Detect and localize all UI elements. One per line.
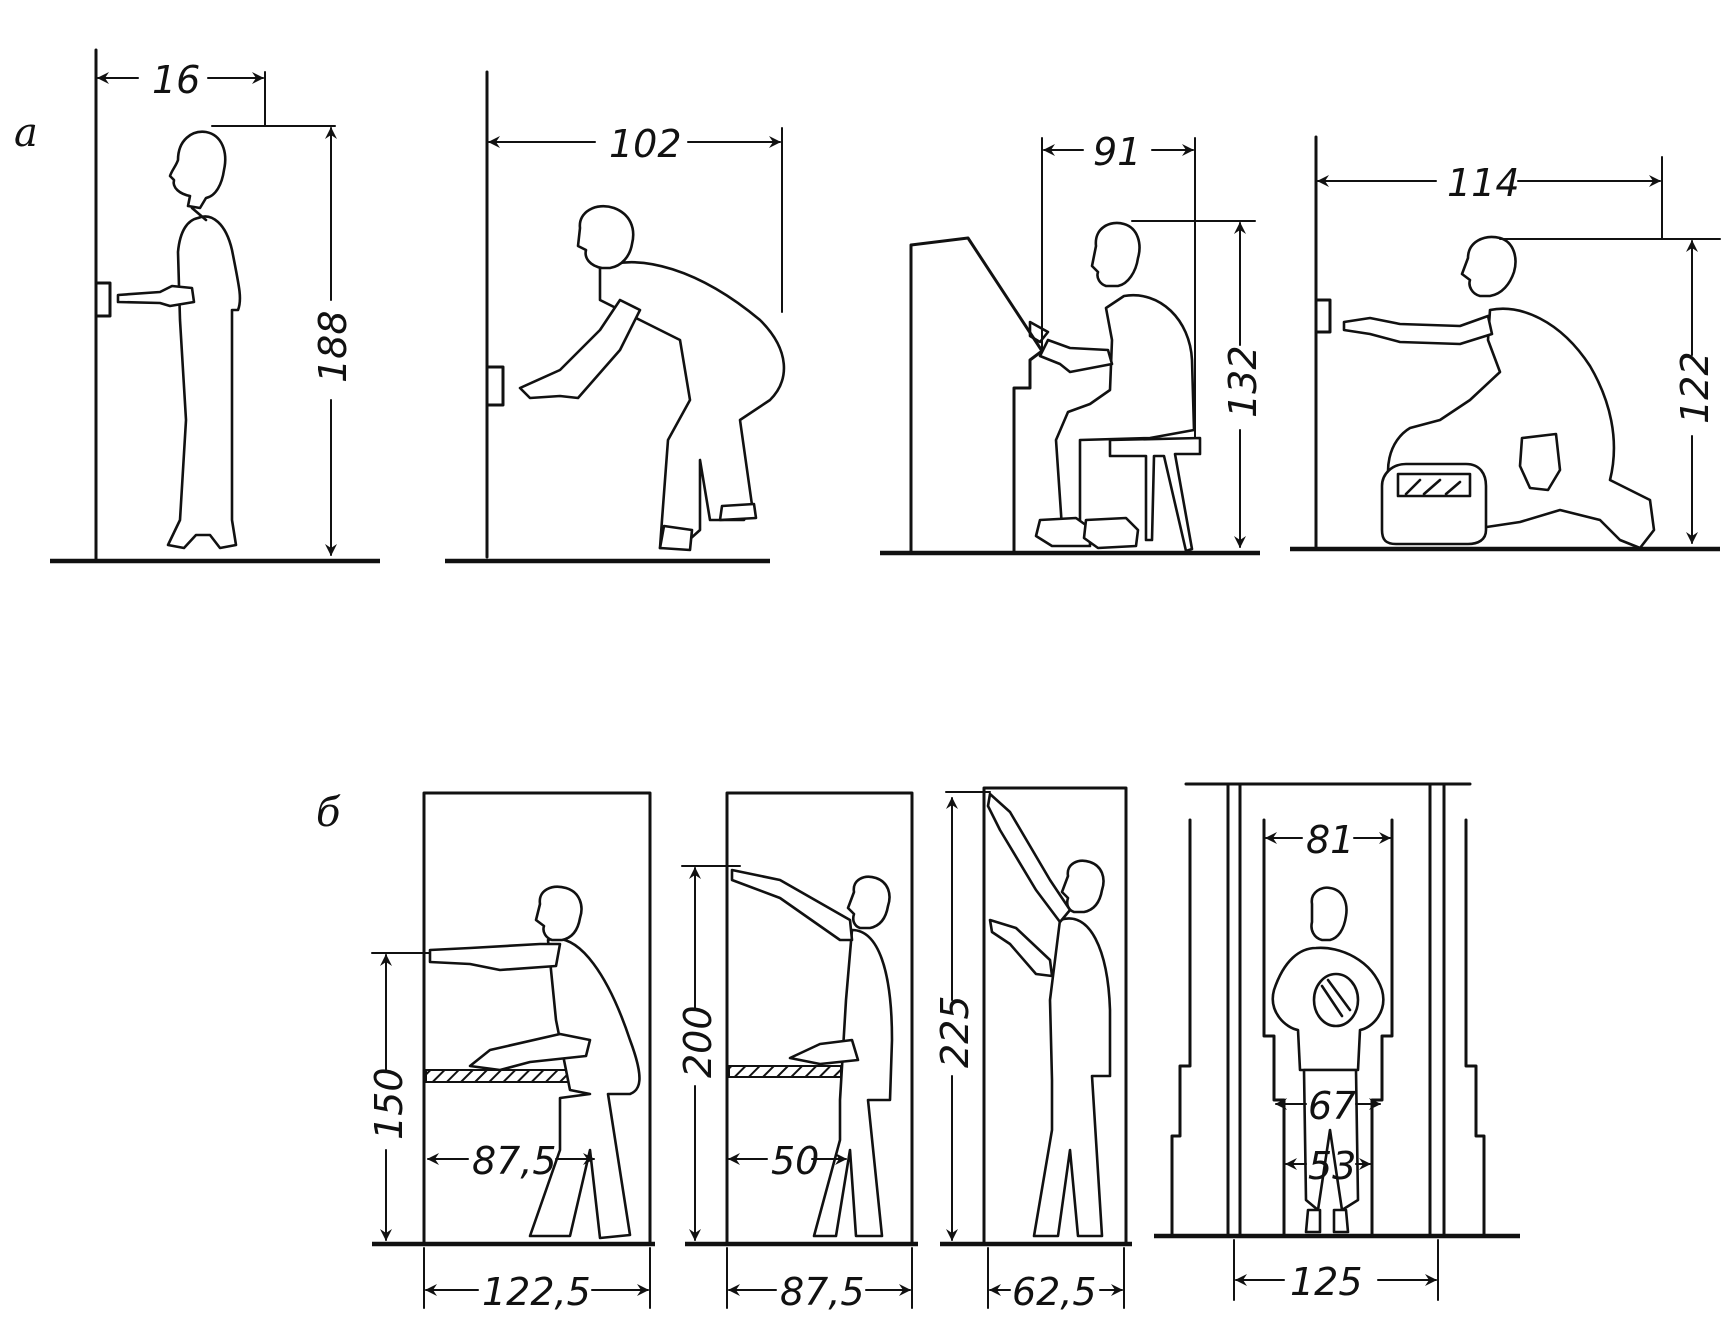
panel-a1-standing: 16 188: [50, 48, 380, 564]
dim-b1-width: 122,5: [482, 1270, 591, 1314]
dim-standing-height: 188: [311, 310, 355, 383]
control-button: [94, 281, 112, 318]
dim-b2-height: 200: [676, 1005, 720, 1078]
panel-b1: 150 87,5 122,5: [367, 791, 655, 1314]
dim-bending-reach: 102: [609, 122, 682, 166]
panel-a4-kneeling: 114 122: [1290, 135, 1721, 552]
passage-frame: [982, 786, 1128, 1246]
seated-person-figure: [1028, 221, 1202, 553]
right-stepped-wall: [1464, 818, 1486, 1238]
dim-kneeling-height: 122: [1673, 351, 1717, 424]
dim-b3-width: 62,5: [1012, 1270, 1097, 1314]
person-front-figure: [1271, 886, 1385, 1234]
inner-right-wall: [1370, 818, 1394, 1238]
dim-b4-width: 125: [1290, 1260, 1363, 1304]
dim-b1-height: 150: [367, 1067, 411, 1140]
passage-frame: [422, 791, 652, 1246]
control-button: [485, 365, 505, 407]
panel-b3: 225 62,5: [933, 786, 1132, 1314]
dim-seated-depth: 91: [1093, 130, 1141, 174]
dim-kneeling-reach: 114: [1447, 161, 1520, 205]
section-a-label: а: [14, 110, 38, 156]
panel-a2-bending: 102: [445, 70, 786, 564]
panel-b2: 200 50 87,5: [676, 791, 918, 1314]
dim-b4-inner-top: 81: [1306, 818, 1354, 862]
toolbox: [1380, 462, 1488, 546]
dim-b4-inner-mid: 67: [1308, 1084, 1356, 1128]
dim-b2-inner: 50: [771, 1139, 819, 1183]
dim-b2-width: 87,5: [780, 1270, 865, 1314]
section-b-label: б: [316, 790, 341, 836]
person-reaching-figure: [428, 885, 641, 1240]
control-button: [1314, 298, 1332, 334]
passage-frame: [725, 791, 914, 1246]
panel-a3-seated: 91 132: [880, 130, 1265, 556]
panel-b4: 81 67 53 125: [1154, 782, 1520, 1304]
hatched-shelf: [728, 1065, 842, 1078]
dim-b4-inner-low: 53: [1308, 1144, 1356, 1188]
person-reaching-up-figure: [986, 792, 1112, 1238]
bending-person-figure: [518, 205, 786, 552]
dim-wall-offset: 16: [152, 58, 200, 102]
standing-person-figure: [116, 130, 242, 550]
kneeling-person-figure: [1342, 235, 1656, 550]
inner-left-wall: [1262, 818, 1286, 1238]
dim-seated-height: 132: [1221, 345, 1265, 418]
carried-object: [1312, 972, 1360, 1028]
dim-b3-height: 225: [933, 995, 977, 1068]
control-console: [909, 236, 1044, 553]
person-reaching-figure: [730, 868, 894, 1238]
left-stepped-wall: [1170, 818, 1192, 1238]
dim-b1-inner: 87,5: [472, 1139, 557, 1183]
